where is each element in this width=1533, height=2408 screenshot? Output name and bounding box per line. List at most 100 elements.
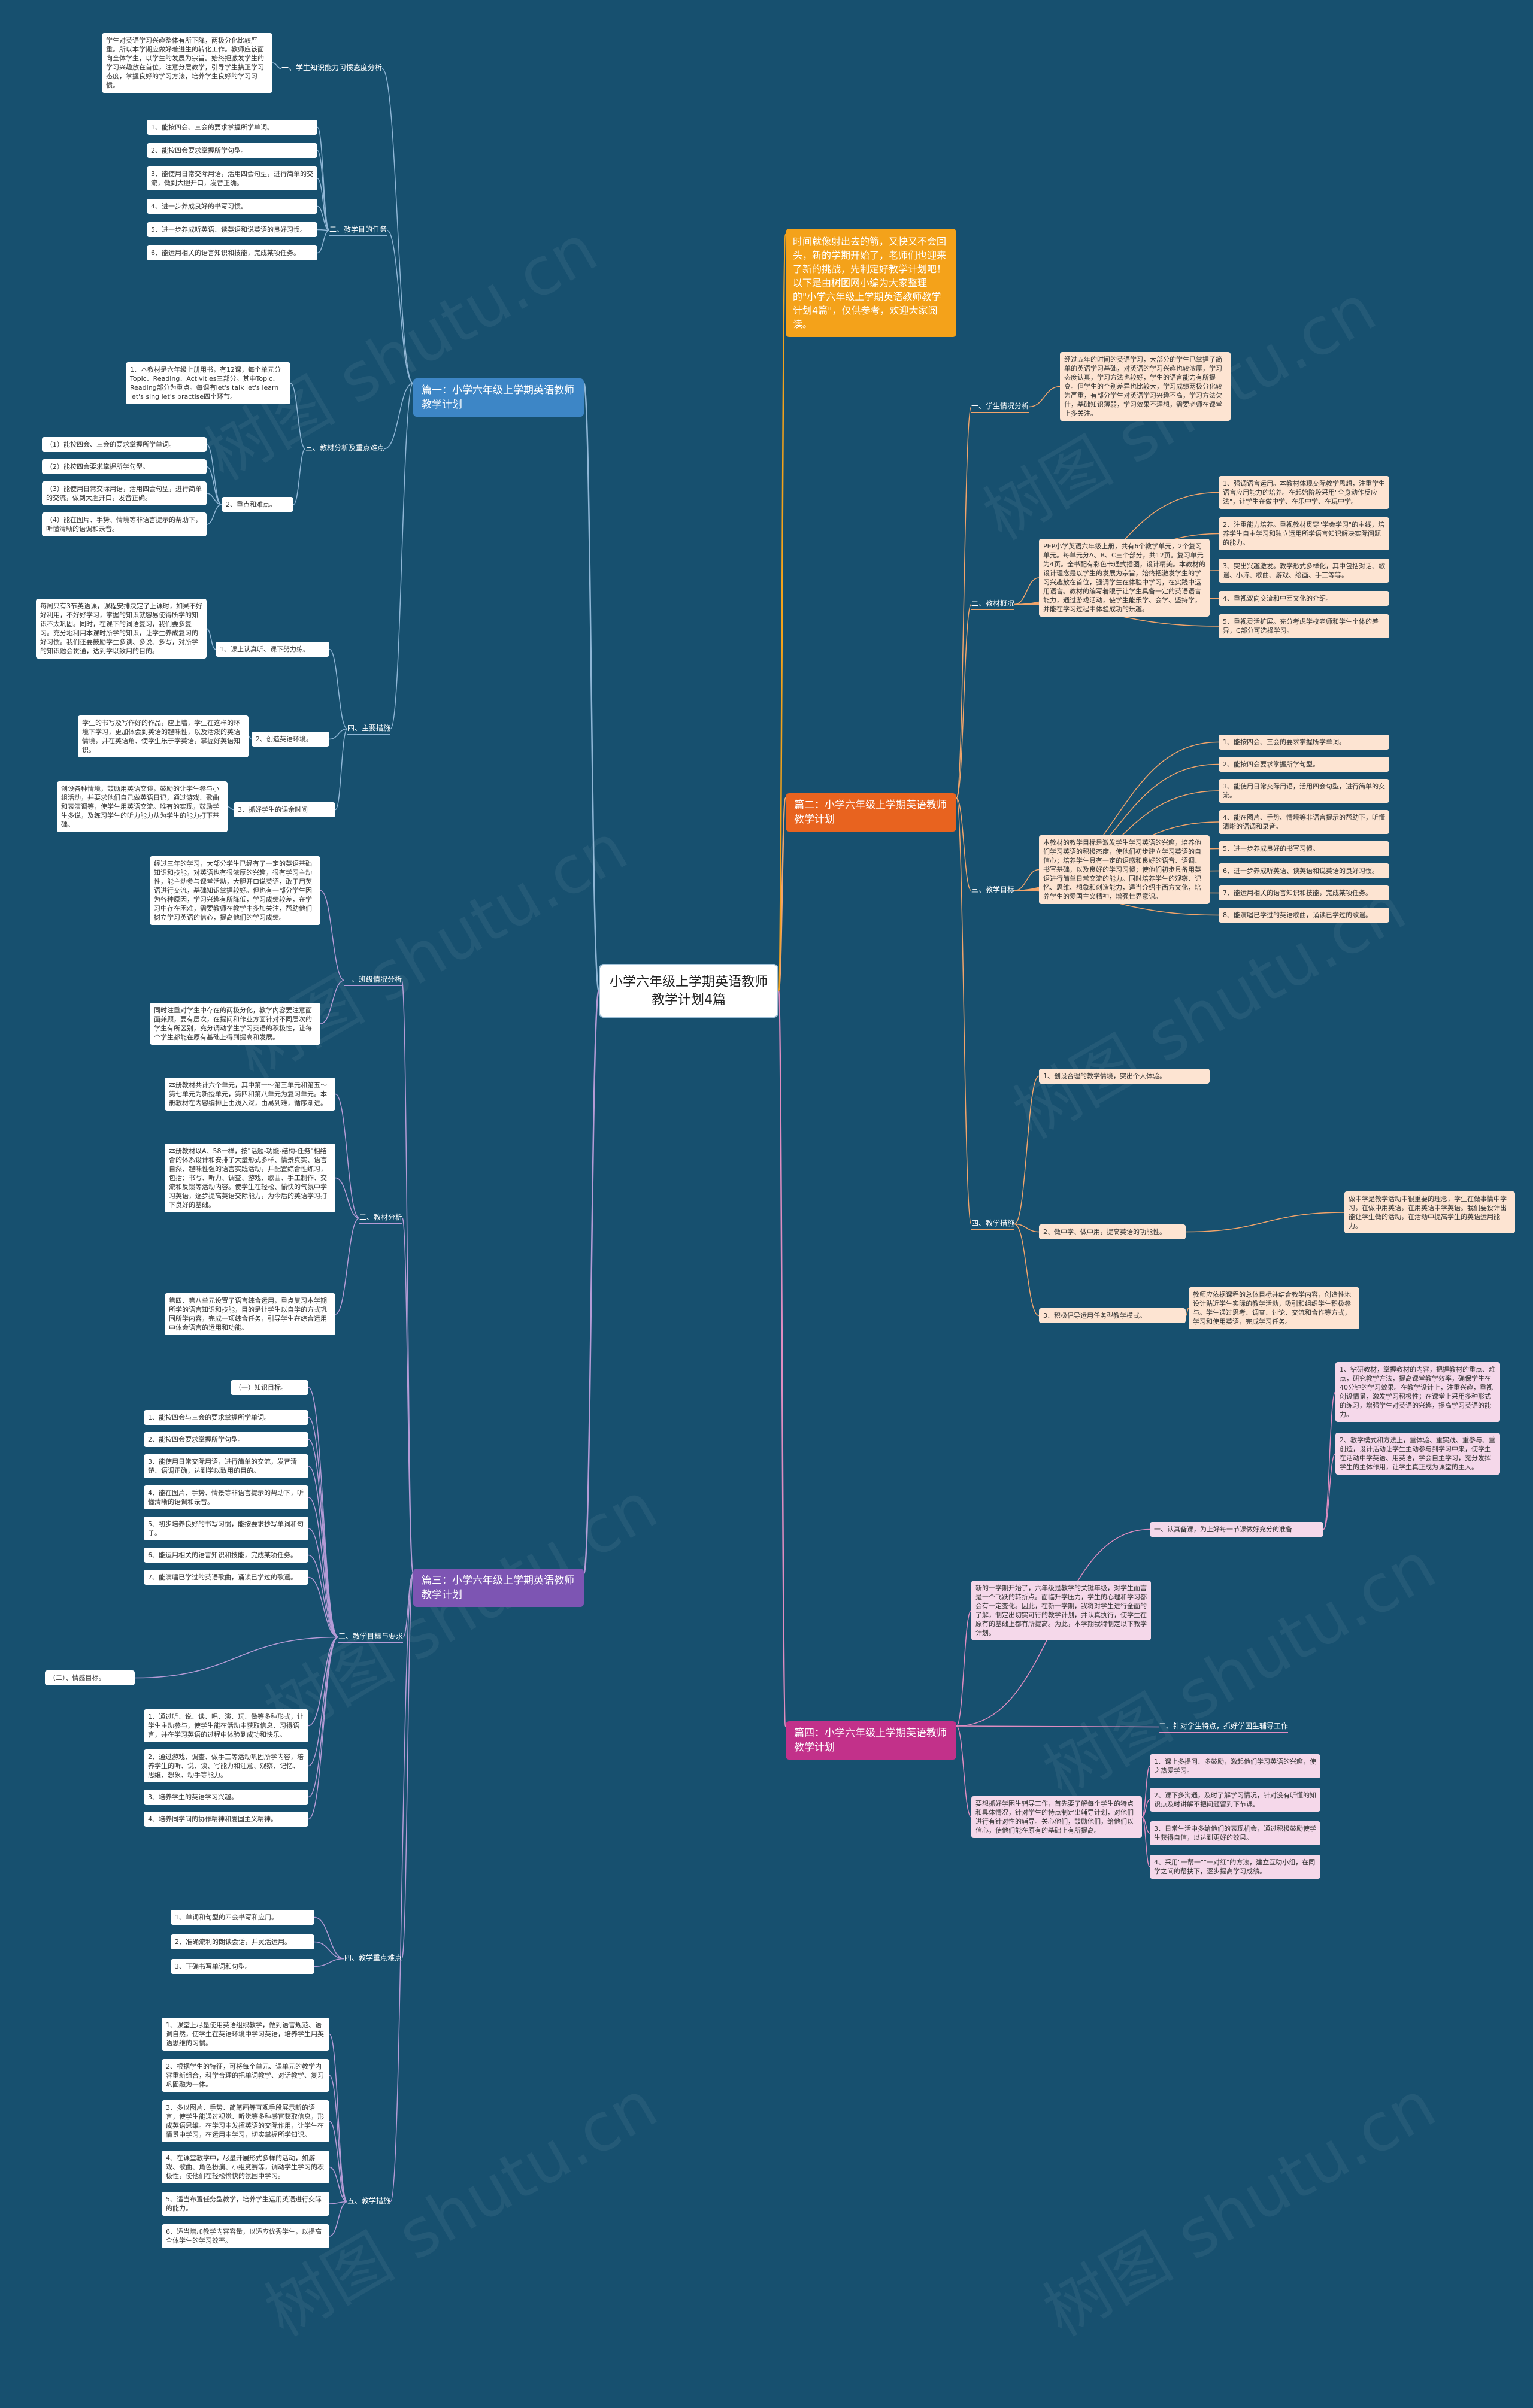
b3-s3i-item[interactable]: 6、能运用相关的语言知识和技能，完成某项任务。 — [144, 1548, 308, 1563]
b3-s5i-item[interactable]: 1、课堂上尽量使用英语组织教学，做到语言规范、语调自然，使学生在英语环境中学习英… — [162, 2018, 329, 2051]
b1-s1t[interactable]: 学生对英语学习兴趣整体有所下降，两极分化比较严重。所以本学期应做好着进生的转化工… — [102, 33, 272, 93]
b2-s3i-item[interactable]: 2、能按四会要求掌握所学句型。 — [1219, 757, 1389, 772]
branch-3-title[interactable]: 篇三：小学六年级上学期英语教师教学计划 — [413, 1569, 584, 1607]
b1-s4ct[interactable]: 创设各种情境，鼓励用英语交谈，鼓励的让学生参与小组活动，并要求他们自己做英语日记… — [57, 781, 228, 832]
b2-s1t[interactable]: 经过五年的时间的英语学习，大部分的学生已掌握了简单的英语学习基础，对英语的学习兴… — [1060, 352, 1231, 421]
b3-s3a[interactable]: （一）知识目标。 — [231, 1380, 308, 1395]
b4-s2i-item[interactable]: 1、课上多提问、多鼓励，激起他们学习英语的兴趣，使之热爱学习。 — [1150, 1754, 1320, 1778]
connector-line — [335, 1177, 360, 1219]
b2-s2t[interactable]: PEP小学英语六年级上册，共有6个教学单元，2个复习单元。每单元分A、B、C三个… — [1039, 539, 1210, 617]
b4-s2i-item[interactable]: 2、课下多沟通，及时了解学习情况，针对没有听懂的知识点及时讲解不把问题留到下节课… — [1150, 1788, 1320, 1812]
b1-s3i-item[interactable]: （4）能在图片、手势、情境等非语言提示的帮助下，听懂清晰的语调和录音。 — [42, 512, 207, 536]
b1-s2i-item[interactable]: 4、进一步养成良好的书写习惯。 — [147, 199, 317, 214]
b3-s5i-item[interactable]: 2、根据学生的特征，可将每个单元、课单元的教学内容重新组合，科学合理的把单词教学… — [162, 2059, 329, 2092]
b1-s2i-item[interactable]: 5、进一步养成听英语、读英语和说英语的良好习惯。 — [147, 222, 317, 237]
b1-s3i-item[interactable]: （3）能使用日常交际用语，活用四会句型，进行简单的交流，做到大胆开口，发音正确。 — [42, 481, 207, 505]
b3-s3[interactable]: 三、教学目标与要求 — [338, 1631, 404, 1643]
b1-s2i-item[interactable]: 1、能按四会、三会的要求掌握所学单词。 — [147, 120, 317, 135]
b4-s2t[interactable]: 要想抓好学困生辅导工作，首先要了解每个学生的特点和具体情况，针对学生的特点制定出… — [971, 1796, 1142, 1838]
b1-s4c[interactable]: 3、抓好学生的课余时间 — [234, 802, 335, 817]
b1-s4b[interactable]: 2、创造英语环境。 — [252, 732, 329, 747]
connector-line — [329, 2033, 348, 2203]
b2-s4bt[interactable]: 做中学是教学活动中很重要的理念，学生在做事情中学习，在做中用英语，在用英语中学英… — [1344, 1191, 1515, 1233]
b2-s2i-item[interactable]: 5、重视灵活扩展。充分考虑学校老师和学生个体的差异，C部分可选择学习。 — [1219, 614, 1389, 638]
b1-s3b[interactable]: 2、重点和难点。 — [222, 497, 293, 512]
b2-s4c[interactable]: 3、积极倡导运用任务型教学模式。 — [1039, 1308, 1186, 1323]
b2-s3t[interactable]: 本教材的教学目标是激发学生学习英语的兴趣，培养他们学习英语的积极态度，使他们初步… — [1039, 835, 1210, 904]
b4-s1[interactable]: 一、认真备课，为上好每一节课做好充分的准备 — [1150, 1522, 1323, 1537]
connector-line — [317, 229, 330, 254]
b3-s3i-item[interactable]: 4、能在图片、手势、情景等非语言提示的帮助下，听懂清晰的语调和录音。 — [144, 1485, 308, 1509]
b3-s5i-item[interactable]: 6、适当增加教学内容容量，以适应优秀学生，以提高全体学生的学习效率。 — [162, 2224, 329, 2248]
b2-s3i-item[interactable]: 1、能按四会、三会的要求掌握所学单词。 — [1219, 735, 1389, 750]
b1-s2i-item[interactable]: 6、能运用相关的语言知识和技能，完成某项任务。 — [147, 245, 317, 260]
b3-s2[interactable]: 二、教材分析 — [359, 1212, 403, 1224]
b3-s5i-item[interactable]: 5、适当布置任务型教学，培养学生运用英语进行交际的能力。 — [162, 2192, 329, 2216]
b3-s4[interactable]: 四、教学重点难点 — [344, 1953, 402, 1964]
b2-s2i-item[interactable]: 1、强调语言运用。本教材体现交际教学思想，注重学生语言应用能力的培养。在起始阶段… — [1219, 476, 1389, 509]
b1-s4a[interactable]: 1、课上认真听、课下努力练。 — [216, 642, 329, 657]
b3-s2t3[interactable]: 第四、第八单元设置了语言综合运用，重点复习本学期所学的语言知识和技能，目的是让学… — [165, 1293, 335, 1335]
b3-s4i-item[interactable]: 1、单词和句型的四会书写和应用。 — [171, 1910, 314, 1925]
b3-s3i-item[interactable]: 1、能按四会与三会的要求掌握所学单词。 — [144, 1410, 308, 1425]
b1-s1[interactable]: 一、学生知识能力习惯态度分析 — [281, 63, 383, 74]
b2-s2[interactable]: 二、教材概况 — [971, 599, 1015, 610]
b3-s5i-item[interactable]: 3、多以图片、手势、简笔画等直观手段展示新的语言，使学生能通过视觉、听觉等多种感… — [162, 2100, 329, 2142]
b3-s3i-item[interactable]: 5、初步培养良好的书写习惯，能按要求抄写单词和句子。 — [144, 1517, 308, 1540]
b1-s3i-item[interactable]: （2）能按四会要求掌握所学句型。 — [42, 459, 207, 474]
b2-s3i-item[interactable]: 4、能在图片、手势、情境等非语言提示的帮助下，听懂清晰的语调和录音。 — [1219, 810, 1389, 834]
connector-line — [206, 466, 222, 505]
b1-s2i-item[interactable]: 2、能按四会要求掌握所学句型。 — [147, 143, 317, 158]
b3-s3i-item[interactable]: 7、能演唱已学过的英语歌曲，诵读已学过的歌谣。 — [144, 1570, 308, 1585]
b1-s2i-item[interactable]: 3、能使用日常交际用语，活用四会句型，进行简单的交流，做到大胆开口，发音正确。 — [147, 166, 317, 190]
b2-s3[interactable]: 三、教学目标 — [971, 885, 1015, 896]
b4-s1i-item[interactable]: 2、教学模式和方法上，重体验、重实践、重参与、重创造，设计活动让学生主动参与到学… — [1335, 1433, 1500, 1475]
b2-s2i-item[interactable]: 2、注重能力培养。重视教材贯穿"学会学习"的主线，培养学生自主学习和独立运用所学… — [1219, 517, 1389, 550]
connector-line — [308, 1576, 339, 1638]
b3-s3j-item[interactable]: 2、通过游戏、调查、做手工等活动巩固所学内容，培养学生的听、说、读、写能力和注意… — [144, 1749, 308, 1782]
branch-1-title[interactable]: 篇一：小学六年级上学期英语教师教学计划 — [413, 378, 584, 417]
b2-s3i-item[interactable]: 5、进一步养成良好的书写习惯。 — [1219, 841, 1389, 856]
branch-2-title[interactable]: 篇二：小学六年级上学期英语教师教学计划 — [786, 793, 956, 832]
b1-s4[interactable]: 四、主要措施 — [347, 723, 391, 735]
b3-s3i-item[interactable]: 2、能按四会要求掌握所学句型。 — [144, 1432, 308, 1447]
b1-s3[interactable]: 三、教材分析及重点难点 — [305, 443, 385, 454]
b2-s4[interactable]: 四、教学措施 — [971, 1218, 1015, 1230]
b2-s3i-item[interactable]: 8、能演唱已学过的英语歌曲，诵读已学过的歌谣。 — [1219, 908, 1389, 923]
b4-s2[interactable]: 二、针对学生特点，抓好学困生辅导工作 — [1159, 1721, 1289, 1733]
b2-s3i-item[interactable]: 7、能运用相关的语言知识和技能，完成某项任务。 — [1219, 885, 1389, 900]
root-topic[interactable]: 小学六年级上学期英语教师教学计划4篇 — [599, 964, 778, 1018]
b2-s4b[interactable]: 2、做中学、做中用，提高英语的功能性。 — [1039, 1224, 1186, 1239]
b4-intro[interactable]: 新的一学期开始了，六年级是教学的关键年级，对学生而言是一个飞跃的转折点。面临升学… — [971, 1581, 1151, 1640]
b1-s3a[interactable]: 1、本教材是六年级上册用书，有12课，每个单元分Topic、Reading、Ac… — [126, 362, 290, 404]
b4-s2i-item[interactable]: 4、采用"一帮一""一对红"的方法，建立互助小组，在同学之间的帮扶下，逐步提高学… — [1150, 1855, 1320, 1879]
b1-s2[interactable]: 二、教学目的任务 — [329, 225, 387, 236]
b3-s5[interactable]: 五、教学措施 — [347, 2196, 391, 2207]
b1-s4at[interactable]: 每周只有3节英语课，课程安排决定了上课时，如果不好好利用，不好好学习，掌握的知识… — [36, 599, 207, 659]
b2-s1[interactable]: 一、学生情况分析 — [971, 401, 1029, 413]
b3-s1[interactable]: 一、班级情况分析 — [344, 975, 402, 986]
b3-s3j-item[interactable]: 4、培养同学间的协作精神和爱国主义精神。 — [144, 1812, 308, 1827]
b2-s2i-item[interactable]: 4、重视双向交流和中西文化的介绍。 — [1219, 591, 1389, 606]
b3-s1t2[interactable]: 同时注重对学生中存在的两极分化，教学内容要注意面面兼顾，要有层次，在提问和作业方… — [150, 1003, 320, 1045]
b3-s3b[interactable]: （二）、情感目标。 — [45, 1670, 135, 1685]
b2-s4ct[interactable]: 教师应依据课程的总体目标并结合教学内容，创造性地设计贴近学生实际的教学活动，吸引… — [1189, 1287, 1359, 1329]
b3-s2t2[interactable]: 本册教材以A、58一样，按"话题-功能-结构-任务"相结合的体系设计和安排了大量… — [165, 1144, 335, 1212]
branch-4-title[interactable]: 篇四：小学六年级上学期英语教师教学计划 — [786, 1721, 956, 1760]
b3-s2t1[interactable]: 本册教材共计六个单元，其中第一～第三单元和第五～第七单元为新授单元，第四和第八单… — [165, 1078, 335, 1111]
b3-s4i-item[interactable]: 3、正确书写单词和句型。 — [171, 1959, 314, 1974]
b2-s3i-item[interactable]: 3、能使用日常交际用语，活用四会句型，进行简单的交流。 — [1219, 779, 1389, 803]
b2-s3i-item[interactable]: 6、进一步养成听英语、读英语和说英语的良好习惯。 — [1219, 863, 1389, 878]
b3-s3j-item[interactable]: 1、通过听、说、读、唱、演、玩、做等多种形式，让学生主动参与，使学生能在活动中获… — [144, 1709, 308, 1742]
b3-s1t1[interactable]: 经过三年的学习，大部分学生已经有了一定的英语基础知识和技能，对英语也有很浓厚的兴… — [150, 856, 320, 925]
b2-s4a[interactable]: 1、创设合理的教学情境，突出个人体验。 — [1039, 1069, 1210, 1084]
b4-s2i-item[interactable]: 3、日常生活中多给他们的表现机会，通过积极鼓励使学生获得自信，以达到更好的效果。 — [1150, 1821, 1320, 1845]
b4-s1i-item[interactable]: 1、钻研教材，掌握教材的内容，把握教材的重点、难点，研究教学方法，提高课堂教学效… — [1335, 1362, 1500, 1422]
b3-s3i-item[interactable]: 3、能使用日常交际用语，进行简单的交流，发音清楚、语调正确，达到学以致用的目的。 — [144, 1454, 308, 1478]
b3-s5i-item[interactable]: 4、在课堂教学中，尽量开展形式多样的活动，如游戏、歌曲、角色扮演、小组竞赛等，调… — [162, 2151, 329, 2183]
b1-s4bt[interactable]: 学生的书写及写作好的作品，应上墙，学生在这样的环境下学习，更加体会到英语的趣味性… — [78, 715, 249, 757]
b2-s2i-item[interactable]: 3、突出兴趣激发。教学形式多样化，其中包括对话、歌谣、小诗、歌曲、游戏、绘画、手… — [1219, 559, 1389, 583]
b1-s3i-item[interactable]: （1）能按四会、三会的要求掌握所学单词。 — [42, 437, 207, 452]
b3-s3j-item[interactable]: 3、培养学生的英语学习兴趣。 — [144, 1790, 308, 1805]
b3-s4i-item[interactable]: 2、准确流利的朗读会话，并灵活运用。 — [171, 1934, 314, 1949]
